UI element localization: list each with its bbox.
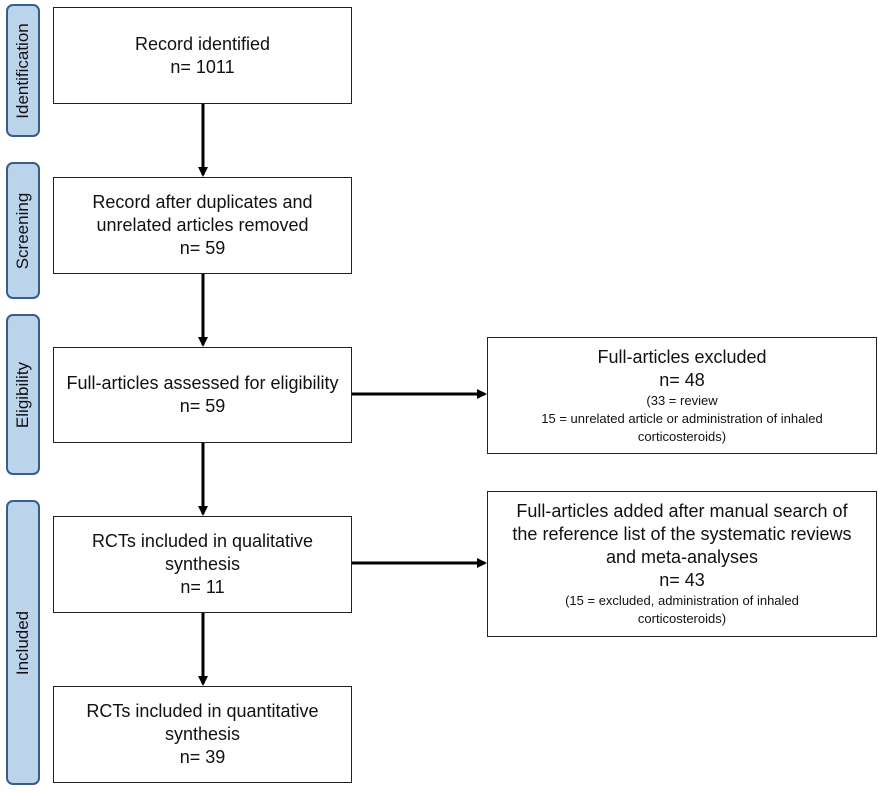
box-records-identified: Record identified n= 1011 (53, 7, 352, 104)
box-records-screened-line2: unrelated articles removed (96, 215, 309, 235)
box-quantitative-synthesis: RCTs included in quantitative synthesis … (53, 686, 352, 783)
box-articles-excluded-count: n= 48 (659, 369, 705, 390)
box-articles-added-line2: the reference list of the systematic rev… (512, 524, 852, 544)
box-eligibility-assessed-line1: Full-articles assessed for eligibility (66, 373, 339, 393)
box-records-screened-line1: Record after duplicates and (92, 192, 313, 212)
stage-identification: Identification (6, 4, 40, 137)
stage-screening: Screening (6, 162, 40, 299)
box-articles-added-count: n= 43 (659, 570, 705, 590)
box-records-screened-count: n= 59 (179, 238, 226, 258)
stage-included: Included (6, 500, 40, 785)
box-qualitative-synthesis: RCTs included in qualitative synthesis n… (53, 516, 352, 613)
box-articles-added-line3: and meta-analyses (605, 547, 759, 567)
box-records-identified-line1: Record identified (134, 33, 271, 54)
box-articles-excluded-note3: corticosteroids) (637, 428, 727, 444)
box-quantitative-synthesis-line1: RCTs included in quantitative (86, 701, 319, 721)
box-articles-excluded-note2: 15 = unrelated article or administration… (541, 410, 823, 426)
box-quantitative-synthesis-count: n= 39 (179, 747, 226, 767)
box-articles-added-note1: (15 = excluded, administration of inhale… (565, 593, 799, 608)
box-articles-excluded: Full-articles excluded n= 48 (33 = revie… (487, 337, 877, 454)
box-records-screened: Record after duplicates and unrelated ar… (53, 177, 352, 274)
box-qualitative-synthesis-line1: RCTs included in qualitative (91, 531, 314, 551)
box-articles-excluded-note1: (33 = review (646, 392, 718, 408)
box-records-identified-count: n= 1011 (170, 56, 235, 77)
stage-eligibility: Eligibility (6, 314, 40, 475)
box-qualitative-synthesis-count: n= 11 (180, 577, 225, 597)
box-articles-added-note2: corticosteroids) (637, 611, 727, 626)
box-qualitative-synthesis-line2: synthesis (164, 554, 241, 574)
box-eligibility-assessed-count: n= 59 (179, 396, 226, 416)
box-articles-added-line1: Full-articles added after manual search … (516, 501, 848, 521)
box-articles-excluded-line1: Full-articles excluded (597, 346, 767, 367)
box-articles-added: Full-articles added after manual search … (487, 491, 877, 637)
box-eligibility-assessed: Full-articles assessed for eligibility n… (53, 347, 352, 443)
box-quantitative-synthesis-line2: synthesis (164, 724, 241, 744)
